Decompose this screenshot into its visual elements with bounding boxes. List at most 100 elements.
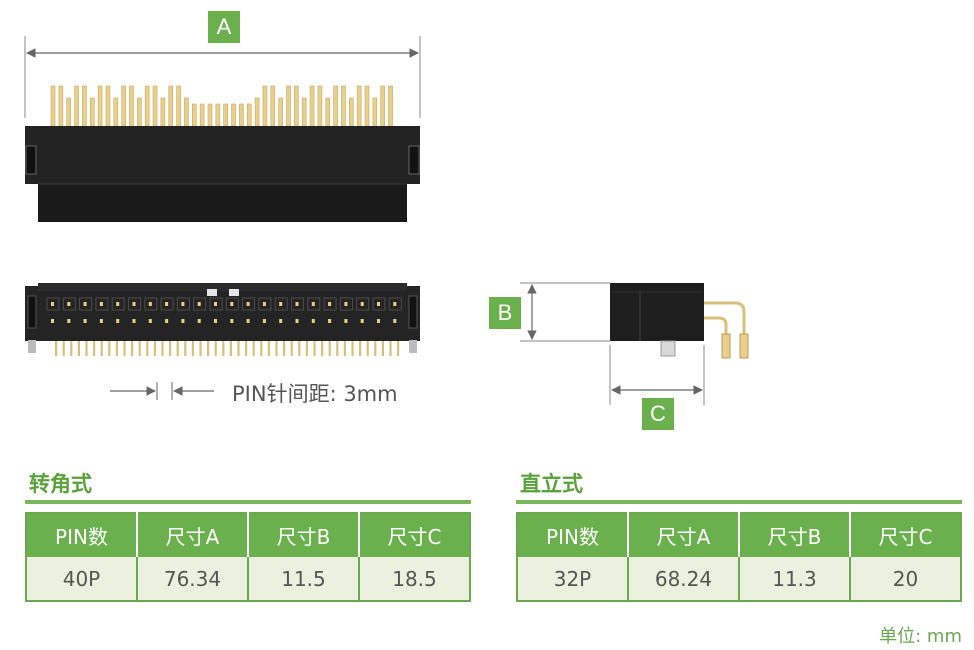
pin [372,97,378,127]
contact-pin [116,302,120,306]
right-angle-spec: 转角式 PIN数 尺寸A 尺寸B 尺寸C 40P 76.34 11.5 18.5 [25,470,471,602]
contact-pin [197,319,201,323]
pin-leg [290,338,293,356]
pin-leg [146,338,149,356]
top-pin-row [50,85,393,127]
pin [58,85,64,127]
cell-pin-count: 32P [517,557,629,601]
pin-leg [176,338,179,356]
pin-leg [222,338,225,356]
dimension-a-label: A [208,11,240,43]
contact-cell [372,297,386,311]
pin-leg [366,338,369,356]
contact-pin [51,319,54,323]
contact-pin [230,319,234,323]
header-size-b: 尺寸B [739,513,851,557]
pin-leg [115,338,118,356]
pin-leg [199,338,202,356]
contact-pin [328,302,332,306]
contact-pin [328,319,332,323]
pin [89,97,95,127]
pin [231,103,236,127]
contact-cell [323,297,337,311]
contact-pin [279,319,283,323]
pin [184,97,189,127]
dimension-c-label: C [642,398,674,430]
contact-cell [193,297,207,311]
cell-size-c: 18.5 [359,557,470,601]
contact-cell [291,297,304,311]
pin-leg [207,338,210,356]
contact-pin [99,302,103,306]
right-angle-title: 转角式 [25,470,471,504]
contact-pin [246,302,250,306]
unit-note: 单位: mm [879,626,962,647]
front-pin-legs [55,338,400,356]
pin-leg [245,338,248,356]
pin-leg [100,338,103,356]
pin [380,85,386,127]
connector-body-top [25,126,420,184]
contact-pin [230,302,234,306]
contact-cell [46,297,60,311]
cell-size-a: 68.24 [628,557,740,601]
pin-leg [85,338,88,356]
contact-cell [274,297,288,311]
contact-pin [67,302,71,306]
contact-pin [295,319,299,323]
contact-cell [242,297,256,311]
cell-size-b: 11.5 [248,557,360,601]
pin-leg [260,338,263,356]
header-size-c: 尺寸C [359,513,470,557]
contact-pin [279,302,283,306]
contact-cell [62,297,76,311]
table-row: 40P 76.34 11.5 18.5 [26,557,470,601]
contact-pin [181,319,185,323]
contact-pin [116,319,120,323]
contact-cell [128,297,141,311]
pin-leg [351,338,354,356]
pin-leg [93,338,96,356]
pin-pitch-note: PIN针间距: 3mm [232,382,398,406]
pin [105,85,111,127]
pin [192,103,197,127]
pin-leg [55,338,58,356]
contact-pin [393,319,397,323]
pin-leg [252,338,255,356]
contact-pin [344,302,348,306]
pin [341,85,346,127]
contact-cell [388,297,402,311]
pin [199,103,205,127]
contact-pin [51,302,54,306]
pin-leg [237,338,240,356]
pin-leg [389,338,392,356]
pin [223,103,228,127]
connector-body-front [25,286,420,341]
pin-leg [328,338,331,356]
side-view-connector [520,282,749,405]
contact-pin [83,319,87,323]
contact-pin [262,302,266,306]
contact-cell [111,297,125,311]
pin-leg [131,338,134,356]
contact-pin [132,302,136,306]
pin [176,85,181,127]
pin-leg [123,338,126,356]
contact-pin [181,302,185,306]
pin [254,97,260,127]
contact-pin [214,319,217,323]
pin [144,85,150,127]
header-pin-count: PIN数 [26,513,138,557]
pin [97,85,103,127]
contact-pin [165,302,169,306]
pin [348,97,354,127]
pin [388,85,393,127]
contact-cell [160,297,174,311]
contact-pin [262,319,266,323]
contact-pin [344,319,348,323]
pin-leg [161,338,164,356]
header-size-c: 尺寸C [850,513,961,557]
cell-size-c: 20 [850,557,961,601]
pin [168,85,174,127]
contact-pin [393,302,397,306]
